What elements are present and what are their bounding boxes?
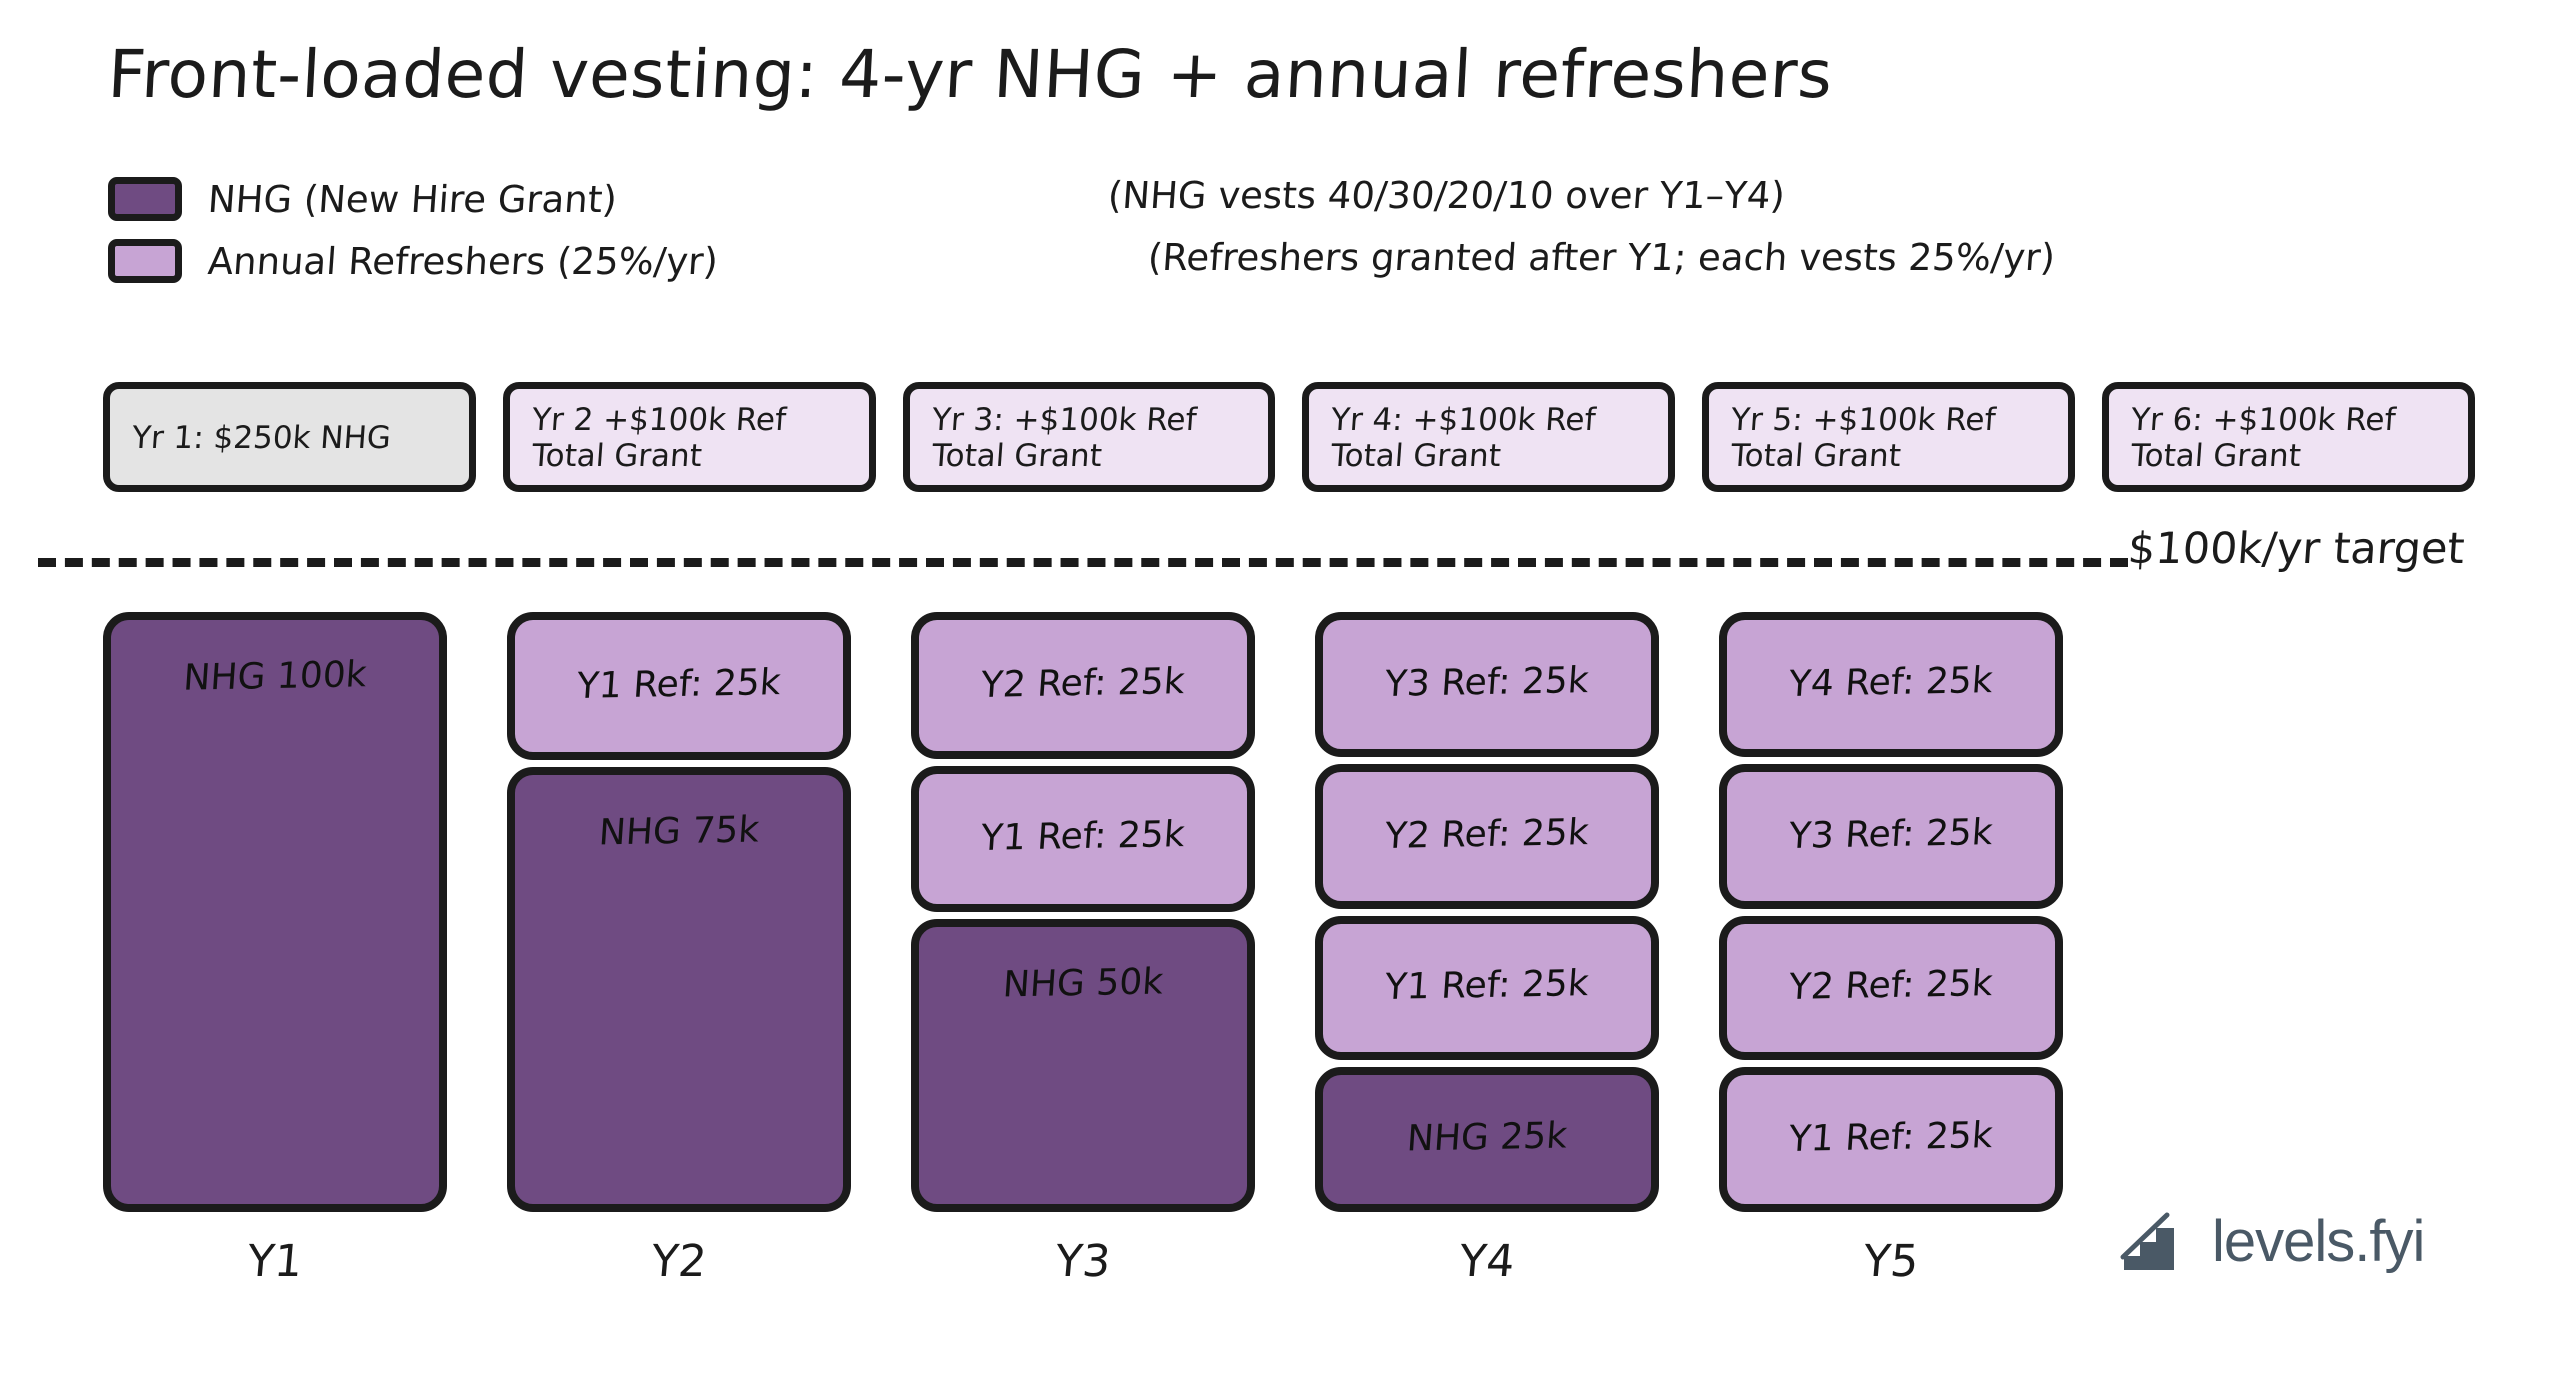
- x-axis-label-y2: Y2: [649, 1236, 709, 1287]
- bar-segment-label: Y1 Ref: 25k: [575, 661, 783, 707]
- bar-segment-label: Y1 Ref: 25k: [979, 814, 1187, 860]
- bar-segment-label: Y2 Ref: 25k: [979, 660, 1187, 706]
- bar-segment-refresher[interactable]: Y2 Ref: 25k: [1719, 915, 2063, 1061]
- bar-segment-refresher[interactable]: Y1 Ref: 25k: [507, 612, 851, 761]
- bar-segment-refresher[interactable]: Y3 Ref: 25k: [1719, 763, 2063, 909]
- bar-segment-label: Y2 Ref: 25k: [1383, 811, 1591, 857]
- bar-segment-label: NHG 50k: [1001, 961, 1165, 1006]
- grant-box-line2: Total Grant: [1730, 437, 1903, 474]
- bar-segment-label: NHG 100k: [182, 654, 368, 699]
- legend: NHG (New Hire Grant) Annual Refreshers (…: [108, 168, 2458, 292]
- x-axis-label-y3: Y3: [1053, 1236, 1113, 1287]
- staircase-icon: [2120, 1212, 2174, 1270]
- bar-segment-label: Y1 Ref: 25k: [1383, 963, 1591, 1009]
- legend-item-nhg: NHG (New Hire Grant): [108, 168, 2458, 230]
- grant-box-line2: Total Grant: [1330, 437, 1503, 474]
- logo-text: levels.fyi: [2212, 1209, 2425, 1274]
- x-axis-label-y4: Y4: [1457, 1236, 1517, 1287]
- bar-segment-label: NHG 25k: [1405, 1115, 1569, 1160]
- legend-item-refreshers: Annual Refreshers (25%/yr): [108, 230, 2458, 292]
- bar-segment-refresher[interactable]: Y1 Ref: 25k: [1719, 1067, 2063, 1212]
- levels-fyi-logo: levels.fyi: [2120, 1208, 2425, 1275]
- x-axis-label-y5: Y5: [1861, 1236, 1921, 1287]
- legend-swatch-refreshers: [108, 239, 182, 283]
- legend-note-nhg-vesting: (NHG vests 40/30/20/10 over Y1–Y4): [1106, 174, 1787, 217]
- grant-box-line2: Total Grant: [2129, 437, 2303, 474]
- bar-segment-refresher[interactable]: Y1 Ref: 25k: [911, 765, 1255, 912]
- bar-segment-label: Y3 Ref: 25k: [1787, 811, 1995, 857]
- bar-segment-nhg[interactable]: NHG 25k: [1315, 1067, 1659, 1212]
- bar-segment-refresher[interactable]: Y4 Ref: 25k: [1719, 612, 2063, 757]
- legend-note-refresher-vesting: (Refreshers granted after Y1; each vests…: [1146, 236, 2057, 279]
- grant-box-line2: Total Grant: [530, 437, 703, 474]
- bar-segment-label: Y1 Ref: 25k: [1787, 1115, 1995, 1161]
- bar-segment-label: NHG 75k: [597, 809, 761, 854]
- legend-swatch-nhg: [108, 177, 182, 221]
- bar-segment-nhg[interactable]: NHG 100k: [103, 612, 447, 1212]
- grant-box-line1: Yr 4: +$100k Ref: [1330, 402, 1598, 438]
- bar-segment-refresher[interactable]: Y1 Ref: 25k: [1315, 915, 1659, 1061]
- bar-column-y5: Y4 Ref: 25k Y3 Ref: 25k Y2 Ref: 25k Y1 Ref:…: [1719, 612, 2063, 1212]
- bar-segment-refresher[interactable]: Y2 Ref: 25k: [911, 612, 1255, 759]
- legend-label-refreshers: Annual Refreshers (25%/yr): [206, 239, 720, 283]
- grant-box-line1: Yr 5: +$100k Ref: [1730, 402, 1998, 438]
- grant-box-1[interactable]: Yr 1: $250k NHG: [103, 382, 476, 492]
- target-line-label: $100k/yr target: [2126, 524, 2467, 574]
- grant-box-line1: Yr 1: $250k NHG: [130, 419, 393, 456]
- x-axis-label-y1: Y1: [245, 1236, 305, 1287]
- bar-segment-label: Y3 Ref: 25k: [1383, 659, 1591, 705]
- bar-column-y1: NHG 100k: [103, 612, 447, 1212]
- grant-box-line1: Yr 2 +$100k Ref: [530, 402, 788, 438]
- x-axis-labels: Y1 Y2 Y3 Y4 Y5: [103, 1236, 2063, 1287]
- grant-box-line1: Yr 6: +$100k Ref: [2129, 402, 2397, 438]
- bar-segment-nhg[interactable]: NHG 75k: [507, 767, 851, 1212]
- bar-segment-label: Y4 Ref: 25k: [1787, 659, 1995, 705]
- grant-box-line2: Total Grant: [930, 437, 1103, 474]
- target-dashed-line: [38, 558, 2128, 567]
- legend-label-nhg: NHG (New Hire Grant): [206, 177, 619, 221]
- bar-segment-refresher[interactable]: Y2 Ref: 25k: [1315, 763, 1659, 909]
- chart-title: Front-loaded vesting: 4-yr NHG + annual …: [105, 36, 1835, 113]
- bar-segment-refresher[interactable]: Y3 Ref: 25k: [1315, 612, 1659, 757]
- bar-segment-nhg[interactable]: NHG 50k: [911, 919, 1255, 1212]
- bar-segment-label: Y2 Ref: 25k: [1787, 963, 1995, 1009]
- grant-box-line1: Yr 3: +$100k Ref: [930, 402, 1198, 438]
